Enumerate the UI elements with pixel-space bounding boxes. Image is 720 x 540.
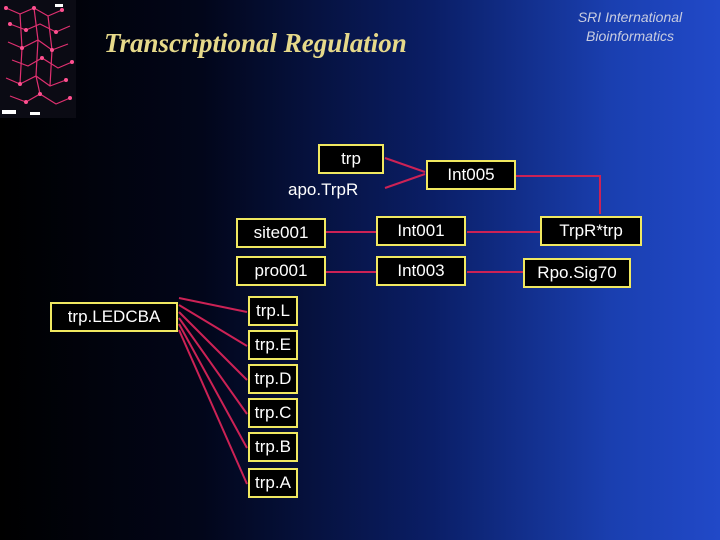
node-gene-trpd[interactable]: trp.D [248,364,298,394]
edge-ledcba-trpd [178,311,248,381]
node-gene-trpe[interactable]: trp.E [248,330,298,360]
node-gene-trpc[interactable]: trp.C [248,398,298,428]
node-trp[interactable]: trp [318,144,384,174]
edge-ledcba-trpc [178,317,248,415]
edge-apotrpr-int005 [384,173,426,189]
node-int003[interactable]: Int003 [376,256,466,286]
pathway-thumbnail-icon [0,0,76,118]
edge-ledcba-trpb [178,323,248,449]
slide-title: Transcriptional Regulation [104,28,407,58]
node-gene-trpl[interactable]: trp.L [248,296,298,326]
edge-ledcba-trpl [178,297,248,313]
edge-int005-trprtrp [516,175,601,214]
node-gene-trpa[interactable]: trp.A [248,468,298,498]
node-site001[interactable]: site001 [236,218,326,248]
node-gene-trpb[interactable]: trp.B [248,432,298,462]
node-rpo-sig70[interactable]: Rpo.Sig70 [523,258,631,288]
organization-label: SRI International Bioinformatics [560,8,700,46]
org-line-2: Bioinformatics [586,28,674,44]
edge-ledcba-trpe [178,304,248,347]
node-int001[interactable]: Int001 [376,216,466,246]
node-pro001[interactable]: pro001 [236,256,326,286]
node-apo-trpr[interactable]: apo.TrpR [288,180,359,199]
edge-ledcba-trpa [178,329,248,485]
node-trp-ledcba[interactable]: trp.LEDCBA [50,302,178,332]
org-line-1: SRI International [577,9,683,25]
edge-trp-int005 [384,157,426,173]
node-int005[interactable]: Int005 [426,160,516,190]
node-trpr-trp[interactable]: TrpR*trp [540,216,642,246]
